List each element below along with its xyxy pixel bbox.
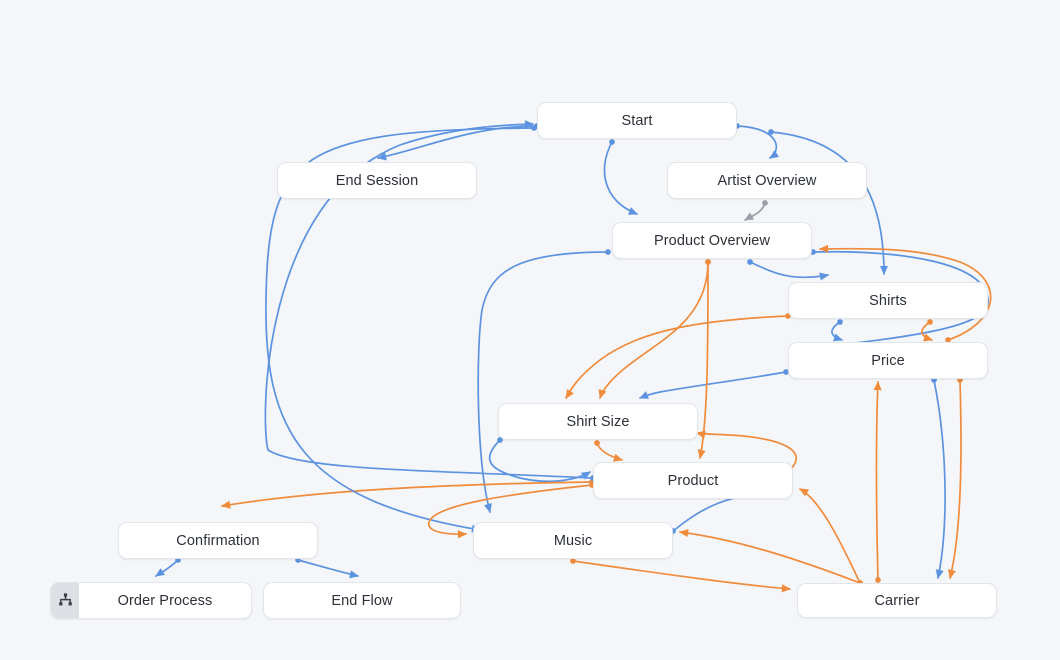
edge-shirts-to-shirt-size[interactable] [565,313,791,399]
node-end-flow[interactable]: End Flow [263,582,461,619]
node-label: Carrier [874,592,920,609]
edge-confirmation-to-end-flow[interactable] [295,557,359,579]
node-label: Artist Overview [717,172,817,189]
node-artist-overview[interactable]: Artist Overview [667,162,867,199]
node-label: Shirts [869,292,907,309]
edge-carrier-to-product[interactable] [799,488,863,586]
edge-price-to-shirt-size[interactable] [639,369,789,399]
node-start[interactable]: Start [537,102,737,139]
node-shirt-size[interactable]: Shirt Size [498,403,698,440]
edge-product-overview-to-music[interactable] [477,249,611,513]
hierarchy-icon [51,583,79,618]
edge-product-overview-to-shirts[interactable] [747,259,830,281]
node-order-process[interactable]: Order Process [50,582,252,619]
edge-product-overview-to-product[interactable] [697,259,711,459]
node-product-overview[interactable]: Product Overview [612,222,812,259]
node-label: Product [667,472,719,489]
edge-shirt-size-to-music[interactable] [488,437,591,483]
node-end-session[interactable]: End Session [277,162,477,199]
node-label: Price [871,352,905,369]
node-shirts[interactable]: Shirts [788,282,988,319]
edge-shirts-to-price[interactable] [831,319,843,342]
edge-confirmation-to-order-process[interactable] [155,557,181,577]
node-label: Shirt Size [566,413,630,430]
node-label: Product Overview [653,232,771,249]
edge-carrier-to-music[interactable] [678,529,863,586]
edge-start-to-product-overview[interactable] [603,139,638,215]
edge-start-to-artist-overview[interactable] [734,123,780,159]
edge-music-to-carrier[interactable] [570,558,792,593]
edge-price-to-shirts[interactable] [921,319,933,342]
node-label: Start [621,112,653,129]
node-label: Music [553,532,593,549]
edge-artist-overview-to-product-overview[interactable] [744,200,768,221]
edge-shirt-size-to-product[interactable] [594,440,623,462]
edge-product-overview-to-shirt-size[interactable] [598,259,711,399]
edge-start-to-end-session[interactable] [376,123,540,161]
node-product[interactable]: Product [593,462,793,499]
node-label: End Flow [331,592,393,609]
edge-price-to-carrier[interactable] [948,377,963,579]
node-music[interactable]: Music [473,522,673,559]
edge-price-to-carrier[interactable] [931,377,946,579]
node-label: Order Process [117,592,213,609]
node-label: Confirmation [176,532,260,549]
node-carrier[interactable]: Carrier [797,583,997,618]
edge-carrier-to-price[interactable] [873,380,882,583]
edge-product-to-confirmation[interactable] [220,479,595,509]
node-price[interactable]: Price [788,342,988,379]
node-confirmation[interactable]: Confirmation [118,522,318,559]
node-label: End Session [335,172,419,189]
